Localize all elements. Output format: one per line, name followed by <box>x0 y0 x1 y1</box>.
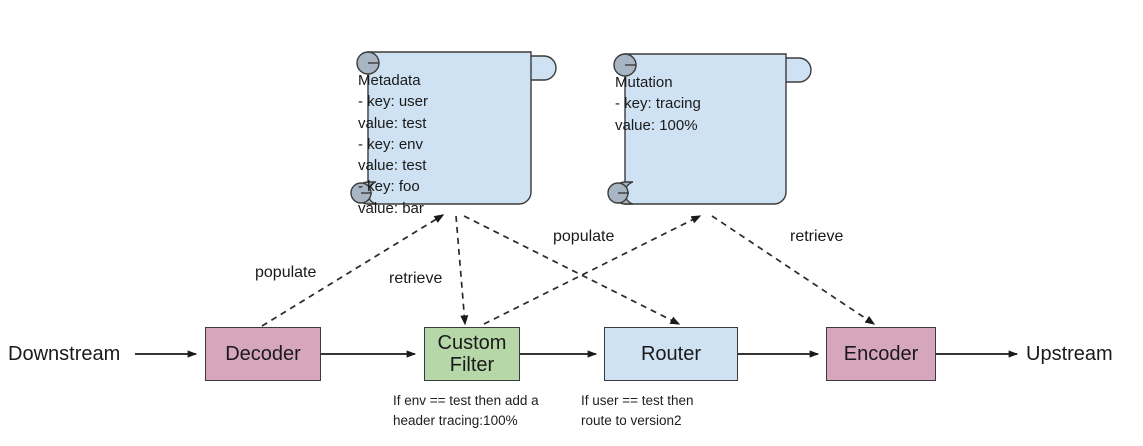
edge-label-populate-left: populate <box>255 264 317 281</box>
mutation-scroll-shape <box>607 53 812 205</box>
metadata-body-text: Metadata - key: user value: test - key: … <box>358 72 429 217</box>
metadata-scroll-shape <box>350 51 557 205</box>
document-mutation: Mutation - key: tracing value: 100% <box>597 38 822 218</box>
node-custom-filter[interactable]: Custom Filter <box>424 327 520 381</box>
caption-custom-filter: If env == test then add a header tracing… <box>393 393 539 428</box>
edge-label-populate-right: populate <box>553 228 615 245</box>
endpoint-downstream: Downstream <box>8 343 121 365</box>
node-encoder[interactable]: Encoder <box>826 327 936 381</box>
document-metadata: Metadata - key: user value: test - key: … <box>340 36 565 217</box>
caption-router: If user == test then route to version2 <box>581 393 694 428</box>
node-router[interactable]: Router <box>604 327 738 381</box>
edge-label-retrieve-right: retrieve <box>790 228 844 245</box>
mutation-body-text: Mutation - key: tracing value: 100% <box>615 74 701 134</box>
edge-retrieve-metadata-custom-filter <box>455 215 469 326</box>
endpoint-upstream: Upstream <box>1026 343 1113 365</box>
edge-label-retrieve-left: retrieve <box>389 270 443 287</box>
node-decoder[interactable]: Decoder <box>205 327 321 381</box>
